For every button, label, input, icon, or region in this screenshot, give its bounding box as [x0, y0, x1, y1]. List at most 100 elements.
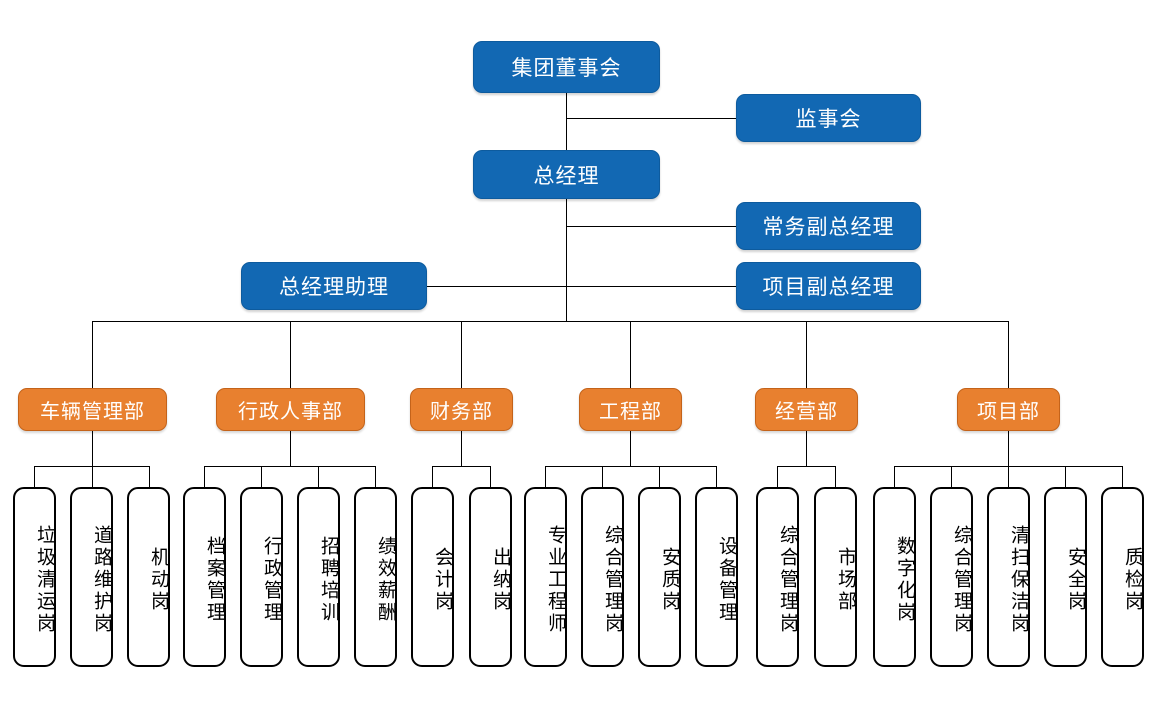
node-executive-deputy-gm[interactable]: 常务副总经理 — [736, 202, 921, 250]
node-board-of-directors[interactable]: 集团董事会 — [473, 41, 660, 93]
position-box[interactable]: 专业工程师 — [524, 487, 567, 667]
position-label: 档案管理 — [204, 536, 225, 624]
connector-leaf-2-1 — [490, 466, 491, 487]
dept-box-engineering[interactable]: 工程部 — [579, 388, 682, 431]
position-label: 数字化岗 — [894, 536, 915, 624]
connector-leaf-1-2 — [318, 466, 319, 487]
connector-board-to-gm — [566, 93, 567, 150]
dept-box-operations[interactable]: 经营部 — [755, 388, 858, 431]
position-label: 行政管理 — [261, 536, 282, 624]
connector-leaf-4-1 — [835, 466, 836, 487]
connector-dept-5-stem — [1008, 431, 1009, 466]
connector-gm-to-assistant — [427, 286, 566, 287]
position-box[interactable]: 综合管理岗 — [930, 487, 973, 667]
connector-gm-to-project-deputy — [566, 286, 736, 287]
position-label: 专业工程师 — [545, 525, 566, 635]
connector-leaf-5-1 — [951, 466, 952, 487]
connector-dept-1-stem — [290, 431, 291, 466]
position-label: 会计岗 — [432, 547, 453, 613]
position-box[interactable]: 安质岗 — [638, 487, 681, 667]
position-label: 安质岗 — [659, 547, 680, 613]
connector-bus-to-dept-5 — [1008, 321, 1009, 388]
position-box[interactable]: 综合管理岗 — [756, 487, 799, 667]
dept-box-admin-hr[interactable]: 行政人事部 — [216, 388, 365, 431]
position-label: 市场部 — [835, 547, 856, 613]
position-box[interactable]: 机动岗 — [127, 487, 170, 667]
sub-bus-dept-1 — [204, 466, 375, 467]
node-label: 集团董事会 — [511, 57, 622, 80]
position-box[interactable]: 绩效薪酬 — [354, 487, 397, 667]
node-label: 常务副总经理 — [762, 216, 895, 239]
department-bus — [92, 321, 1009, 322]
connector-leaf-5-4 — [1122, 466, 1123, 487]
position-label: 设备管理 — [716, 536, 737, 624]
connector-bus-to-dept-2 — [461, 321, 462, 388]
connector-leaf-1-3 — [375, 466, 376, 487]
connector-bus-to-dept-1 — [290, 321, 291, 388]
connector-dept-2-stem — [461, 431, 462, 466]
sub-bus-dept-0 — [34, 466, 149, 467]
dept-label: 项目部 — [977, 401, 1040, 423]
position-box[interactable]: 质检岗 — [1101, 487, 1144, 667]
position-label: 招聘培训 — [318, 536, 339, 624]
dept-box-vehicle-management[interactable]: 车辆管理部 — [18, 388, 167, 431]
dept-label: 经营部 — [775, 401, 838, 423]
connector-leaf-5-3 — [1065, 466, 1066, 487]
position-box[interactable]: 会计岗 — [411, 487, 454, 667]
node-gm-assistant[interactable]: 总经理助理 — [241, 262, 427, 310]
position-label: 综合管理岗 — [951, 525, 972, 635]
connector-leaf-3-3 — [716, 466, 717, 487]
position-label: 综合管理岗 — [777, 525, 798, 635]
connector-leaf-2-0 — [432, 466, 433, 487]
dept-label: 工程部 — [599, 401, 662, 423]
position-label: 出纳岗 — [490, 547, 511, 613]
position-label: 道路维护岗 — [91, 525, 112, 635]
node-label: 总经理 — [533, 164, 600, 188]
position-box[interactable]: 道路维护岗 — [70, 487, 113, 667]
connector-leaf-0-1 — [92, 466, 93, 487]
position-label: 综合管理岗 — [602, 525, 623, 635]
position-label: 垃圾清运岗 — [34, 525, 55, 635]
position-box[interactable]: 清扫保洁岗 — [987, 487, 1030, 667]
connector-bus-to-dept-4 — [806, 321, 807, 388]
position-label: 安全岗 — [1065, 547, 1086, 613]
position-box[interactable]: 综合管理岗 — [581, 487, 624, 667]
connector-leaf-3-1 — [602, 466, 603, 487]
position-label: 绩效薪酬 — [375, 536, 396, 624]
connector-leaf-5-0 — [894, 466, 895, 487]
connector-leaf-0-0 — [34, 466, 35, 487]
dept-label: 车辆管理部 — [40, 401, 145, 423]
position-label: 机动岗 — [148, 547, 169, 613]
node-label: 总经理助理 — [279, 276, 389, 299]
dept-box-finance[interactable]: 财务部 — [410, 388, 513, 431]
position-box[interactable]: 行政管理 — [240, 487, 283, 667]
position-box[interactable]: 数字化岗 — [873, 487, 916, 667]
connector-gm-spine — [566, 199, 567, 321]
connector-dept-3-stem — [630, 431, 631, 466]
position-box[interactable]: 市场部 — [814, 487, 857, 667]
node-general-manager[interactable]: 总经理 — [473, 150, 660, 199]
sub-bus-dept-2 — [432, 466, 490, 467]
connector-dept-0-stem — [92, 431, 93, 466]
position-label: 清扫保洁岗 — [1008, 525, 1029, 635]
position-box[interactable]: 招聘培训 — [297, 487, 340, 667]
connector-dept-4-stem — [806, 431, 807, 466]
connector-leaf-1-1 — [261, 466, 262, 487]
position-box[interactable]: 安全岗 — [1044, 487, 1087, 667]
position-box[interactable]: 垃圾清运岗 — [13, 487, 56, 667]
connector-bus-to-dept-3 — [630, 321, 631, 388]
dept-box-project[interactable]: 项目部 — [957, 388, 1060, 431]
position-box[interactable]: 设备管理 — [695, 487, 738, 667]
connector-gm-to-supervisory-board — [566, 118, 736, 119]
position-box[interactable]: 档案管理 — [183, 487, 226, 667]
position-label: 质检岗 — [1122, 547, 1143, 613]
sub-bus-dept-3 — [545, 466, 716, 467]
node-supervisory-board[interactable]: 监事会 — [736, 94, 921, 142]
connector-leaf-4-0 — [777, 466, 778, 487]
connector-leaf-1-0 — [204, 466, 205, 487]
position-box[interactable]: 出纳岗 — [469, 487, 512, 667]
node-project-deputy-gm[interactable]: 项目副总经理 — [736, 262, 921, 310]
connector-leaf-5-2 — [1008, 466, 1009, 487]
connector-bus-to-dept-0 — [92, 321, 93, 388]
